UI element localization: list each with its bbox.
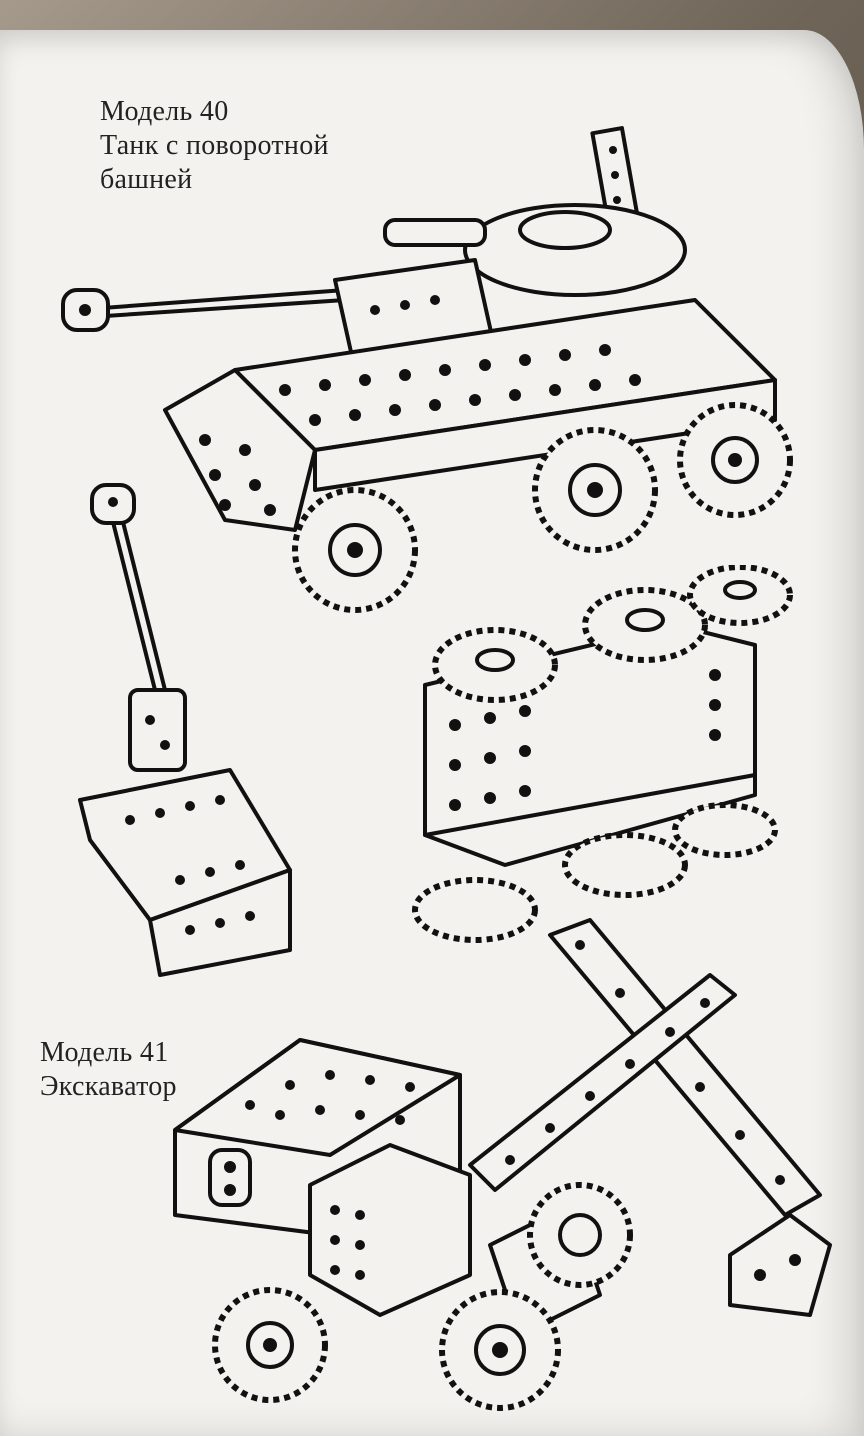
model-40-caption: Модель 40 Танк с поворотной башней xyxy=(100,95,329,197)
chassis-illustration xyxy=(412,565,793,943)
model-41-title: Экскаватор xyxy=(40,1071,177,1102)
model-41-label: Модель 41 xyxy=(40,1037,169,1068)
excavator-illustration xyxy=(173,918,832,1411)
model-40-title-line1: Танк с поворотной xyxy=(100,130,329,161)
hook-assembly-illustration xyxy=(78,483,292,977)
model-40-title-line2: башней xyxy=(100,164,193,195)
tank-illustration xyxy=(61,126,793,613)
model-41-caption: Модель 41 Экскаватор xyxy=(40,1036,177,1104)
model-40-label: Модель 40 xyxy=(100,96,229,127)
